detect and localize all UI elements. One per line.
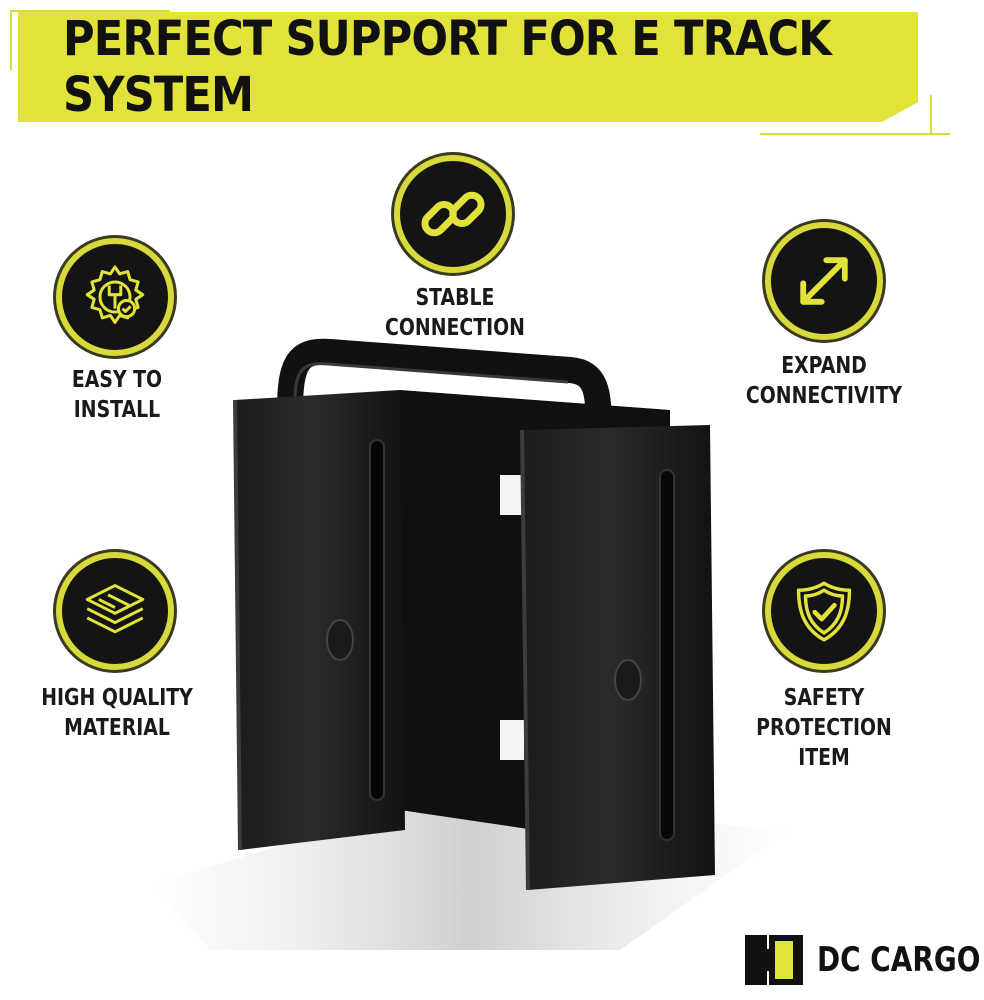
feature-label-safety: SAFETY PROTECTION ITEM [717,683,930,773]
plate-slot [500,720,524,760]
plate-slot [500,475,524,515]
rivet [614,659,642,701]
label-line: EASY TO [71,367,163,393]
decorative-line [760,133,950,135]
page-title: PERFECT SUPPORT FOR E TRACK SYSTEM [63,11,832,123]
layers-icon [85,584,145,634]
right-channel [522,425,715,890]
label-line: STABLE [415,285,495,311]
channel-edge [233,399,242,851]
channel-slot [369,439,385,801]
feature-label-expand: EXPAND CONNECTIVITY [717,351,930,411]
feature-badge-install [56,238,174,356]
label-line: CONNECTION [385,315,525,341]
feature-label-material: HIGH QUALITY MATERIAL [10,683,223,743]
label-line: EXPAND [781,353,867,379]
gear-wrench-icon [85,265,145,324]
left-channel [235,390,405,850]
decorative-line [930,95,932,135]
handle-highlight [293,362,569,401]
feature-badge-material [56,552,174,670]
channel-edge [520,429,530,891]
feature-label-install: EASY TO INSTALL [10,365,223,425]
decorative-line [10,10,170,12]
brand-logo: DC CARGO [745,935,984,985]
label-line: INSTALL [73,397,161,423]
link-chain-icon [421,191,485,237]
label-line: ITEM [798,745,850,771]
feature-badge-safety [765,552,883,670]
shield-check-icon [796,581,852,642]
e-track-bracket-image [150,338,790,950]
feature-label-stable: STABLE CONNECTION [348,283,561,343]
brand-name: DC CARGO [817,940,981,980]
label-line: MATERIAL [64,715,170,741]
decorative-line [10,10,12,70]
dc-cargo-logo-mark [745,935,803,985]
expand-arrows-icon [800,257,848,305]
header-banner [18,12,918,122]
label-line: HIGH QUALITY [41,685,193,711]
feature-badge-expand [765,222,883,340]
rivet [326,619,354,661]
label-line: CONNECTIVITY [745,383,903,409]
label-line: SAFETY PROTECTION [756,685,892,741]
channel-slot [659,469,675,841]
handle-bar [277,338,612,443]
feature-badge-stable [394,155,512,273]
